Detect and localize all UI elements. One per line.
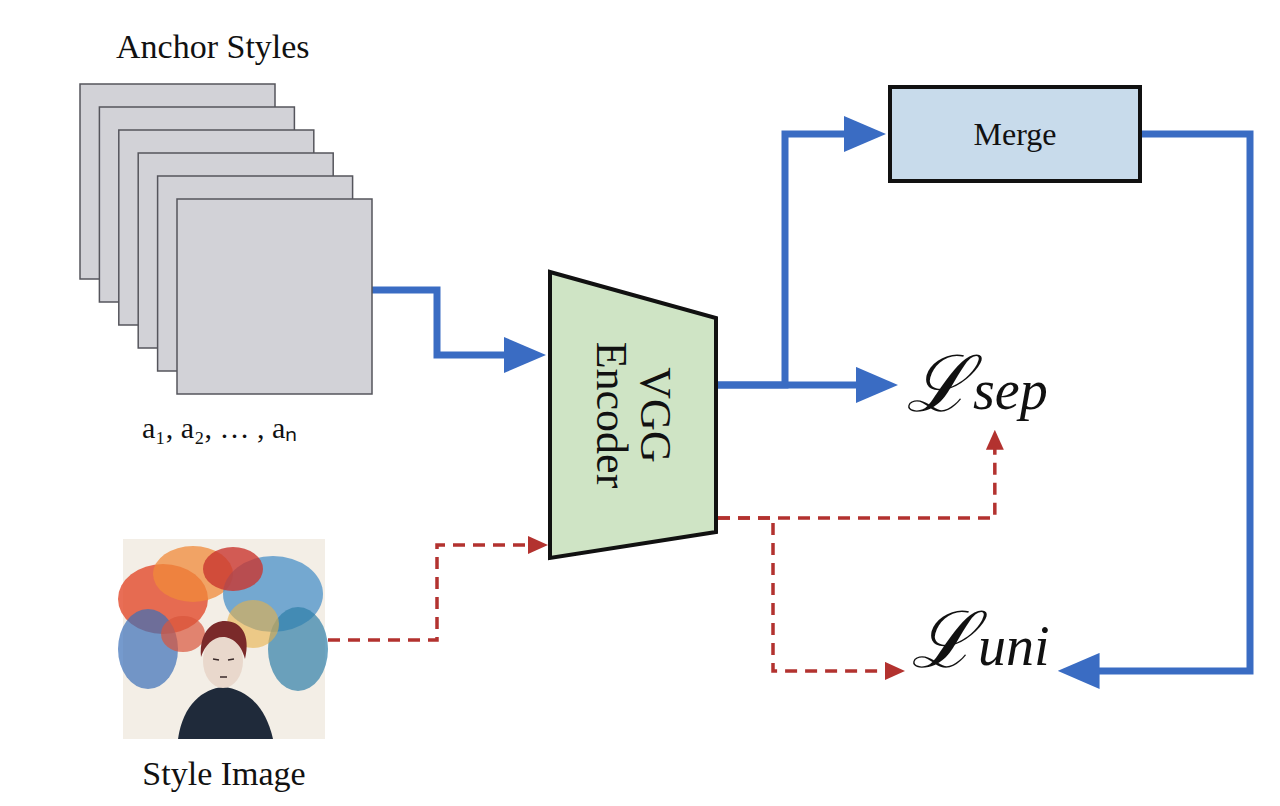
style-feature-flow [718,440,995,518]
image-stack [80,28,372,400]
loss-term: ℒsep [900,340,1054,430]
anchor-style-stack: Anchor Styles a₁, a₂, … , aₙ [80,28,372,448]
style-feature-flow [328,545,538,640]
style-painting [123,539,325,739]
loss-subscript: uni [978,616,1050,678]
style-image: Style Image [118,535,330,799]
encoder-label: VGG Encoder [589,315,677,515]
vgg-encoder: VGG Encoder [548,270,718,560]
image-label: Style Image [118,755,330,793]
loss-symbol: ℒ [906,342,971,428]
merge-box: Merge [888,85,1142,183]
loss-symbol: ℒ [911,598,976,684]
anchor-list: a₁, a₂, … , aₙ [142,406,297,447]
stack-heading: Anchor Styles [116,28,310,66]
loss-term: ℒuni [905,596,1056,686]
paint-splash [203,547,263,591]
figure-body [178,687,273,739]
figure-hair [201,621,247,659]
anchor-feature-flow [370,290,526,355]
merge-label: Merge [974,116,1057,153]
encoder-shape [550,272,716,558]
paint-splash [161,616,205,652]
figure-features [213,659,234,677]
anchor-feature-flow [718,134,866,385]
style-feature-flow [718,518,895,671]
loss-subscript: sep [973,360,1048,422]
anchor-feature-flow [718,381,878,388]
anchor-style-card [177,199,372,394]
anchor-feature-flow [1078,134,1250,671]
